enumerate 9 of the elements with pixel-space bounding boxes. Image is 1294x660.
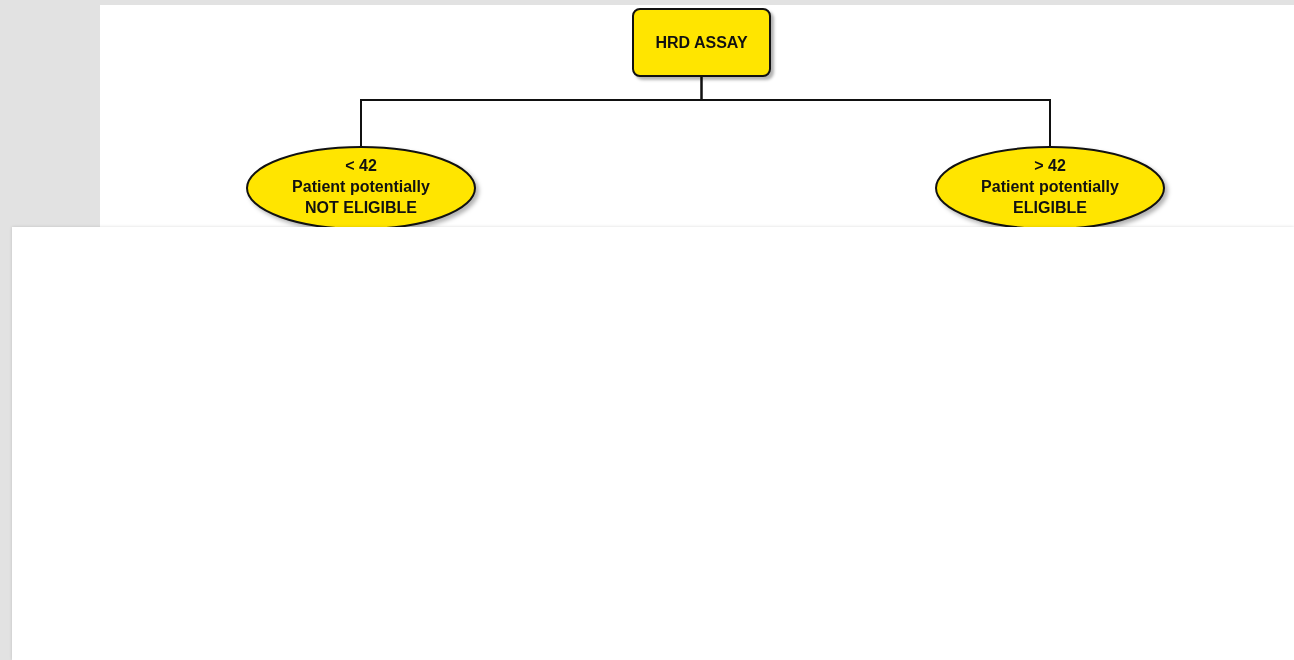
node-text: Patient potentially ELIGIBLE	[980, 177, 1120, 218]
terminal-ellipse	[935, 146, 1165, 230]
node-text: < 42	[345, 156, 377, 176]
node-text: HRD ASSAY	[655, 33, 748, 53]
process-box	[632, 8, 771, 77]
node-text: Patient potentially NOT ELIGIBLE	[291, 177, 431, 218]
connector-line	[700, 76, 1051, 147]
node-text: > 42	[1034, 156, 1066, 176]
terminal-ellipse	[246, 146, 476, 230]
